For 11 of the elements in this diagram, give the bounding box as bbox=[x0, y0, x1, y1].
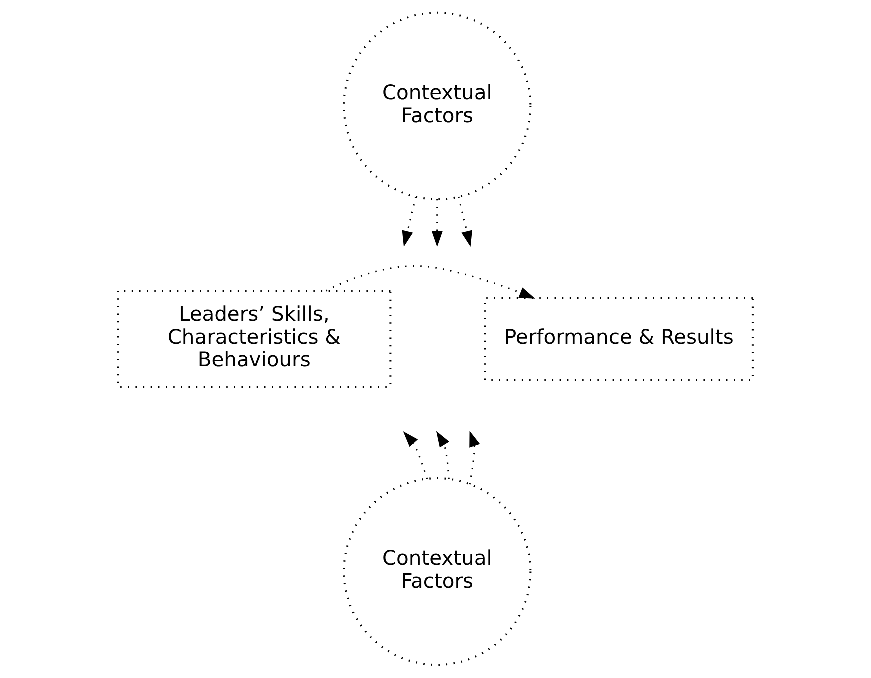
node-circle: Contextual Factors bbox=[343, 12, 532, 201]
arrow bbox=[432, 199, 443, 248]
arrow bbox=[326, 266, 536, 299]
arrow bbox=[402, 196, 417, 248]
arrow bbox=[458, 196, 472, 248]
arrow bbox=[436, 431, 450, 480]
arrow bbox=[469, 430, 480, 485]
arrow bbox=[403, 431, 428, 480]
node-circle: Contextual Factors bbox=[343, 477, 532, 666]
node-box: Leaders’ Skills, Characteristics & Behaviours bbox=[117, 290, 392, 388]
node-box: Performance & Results bbox=[484, 296, 754, 382]
